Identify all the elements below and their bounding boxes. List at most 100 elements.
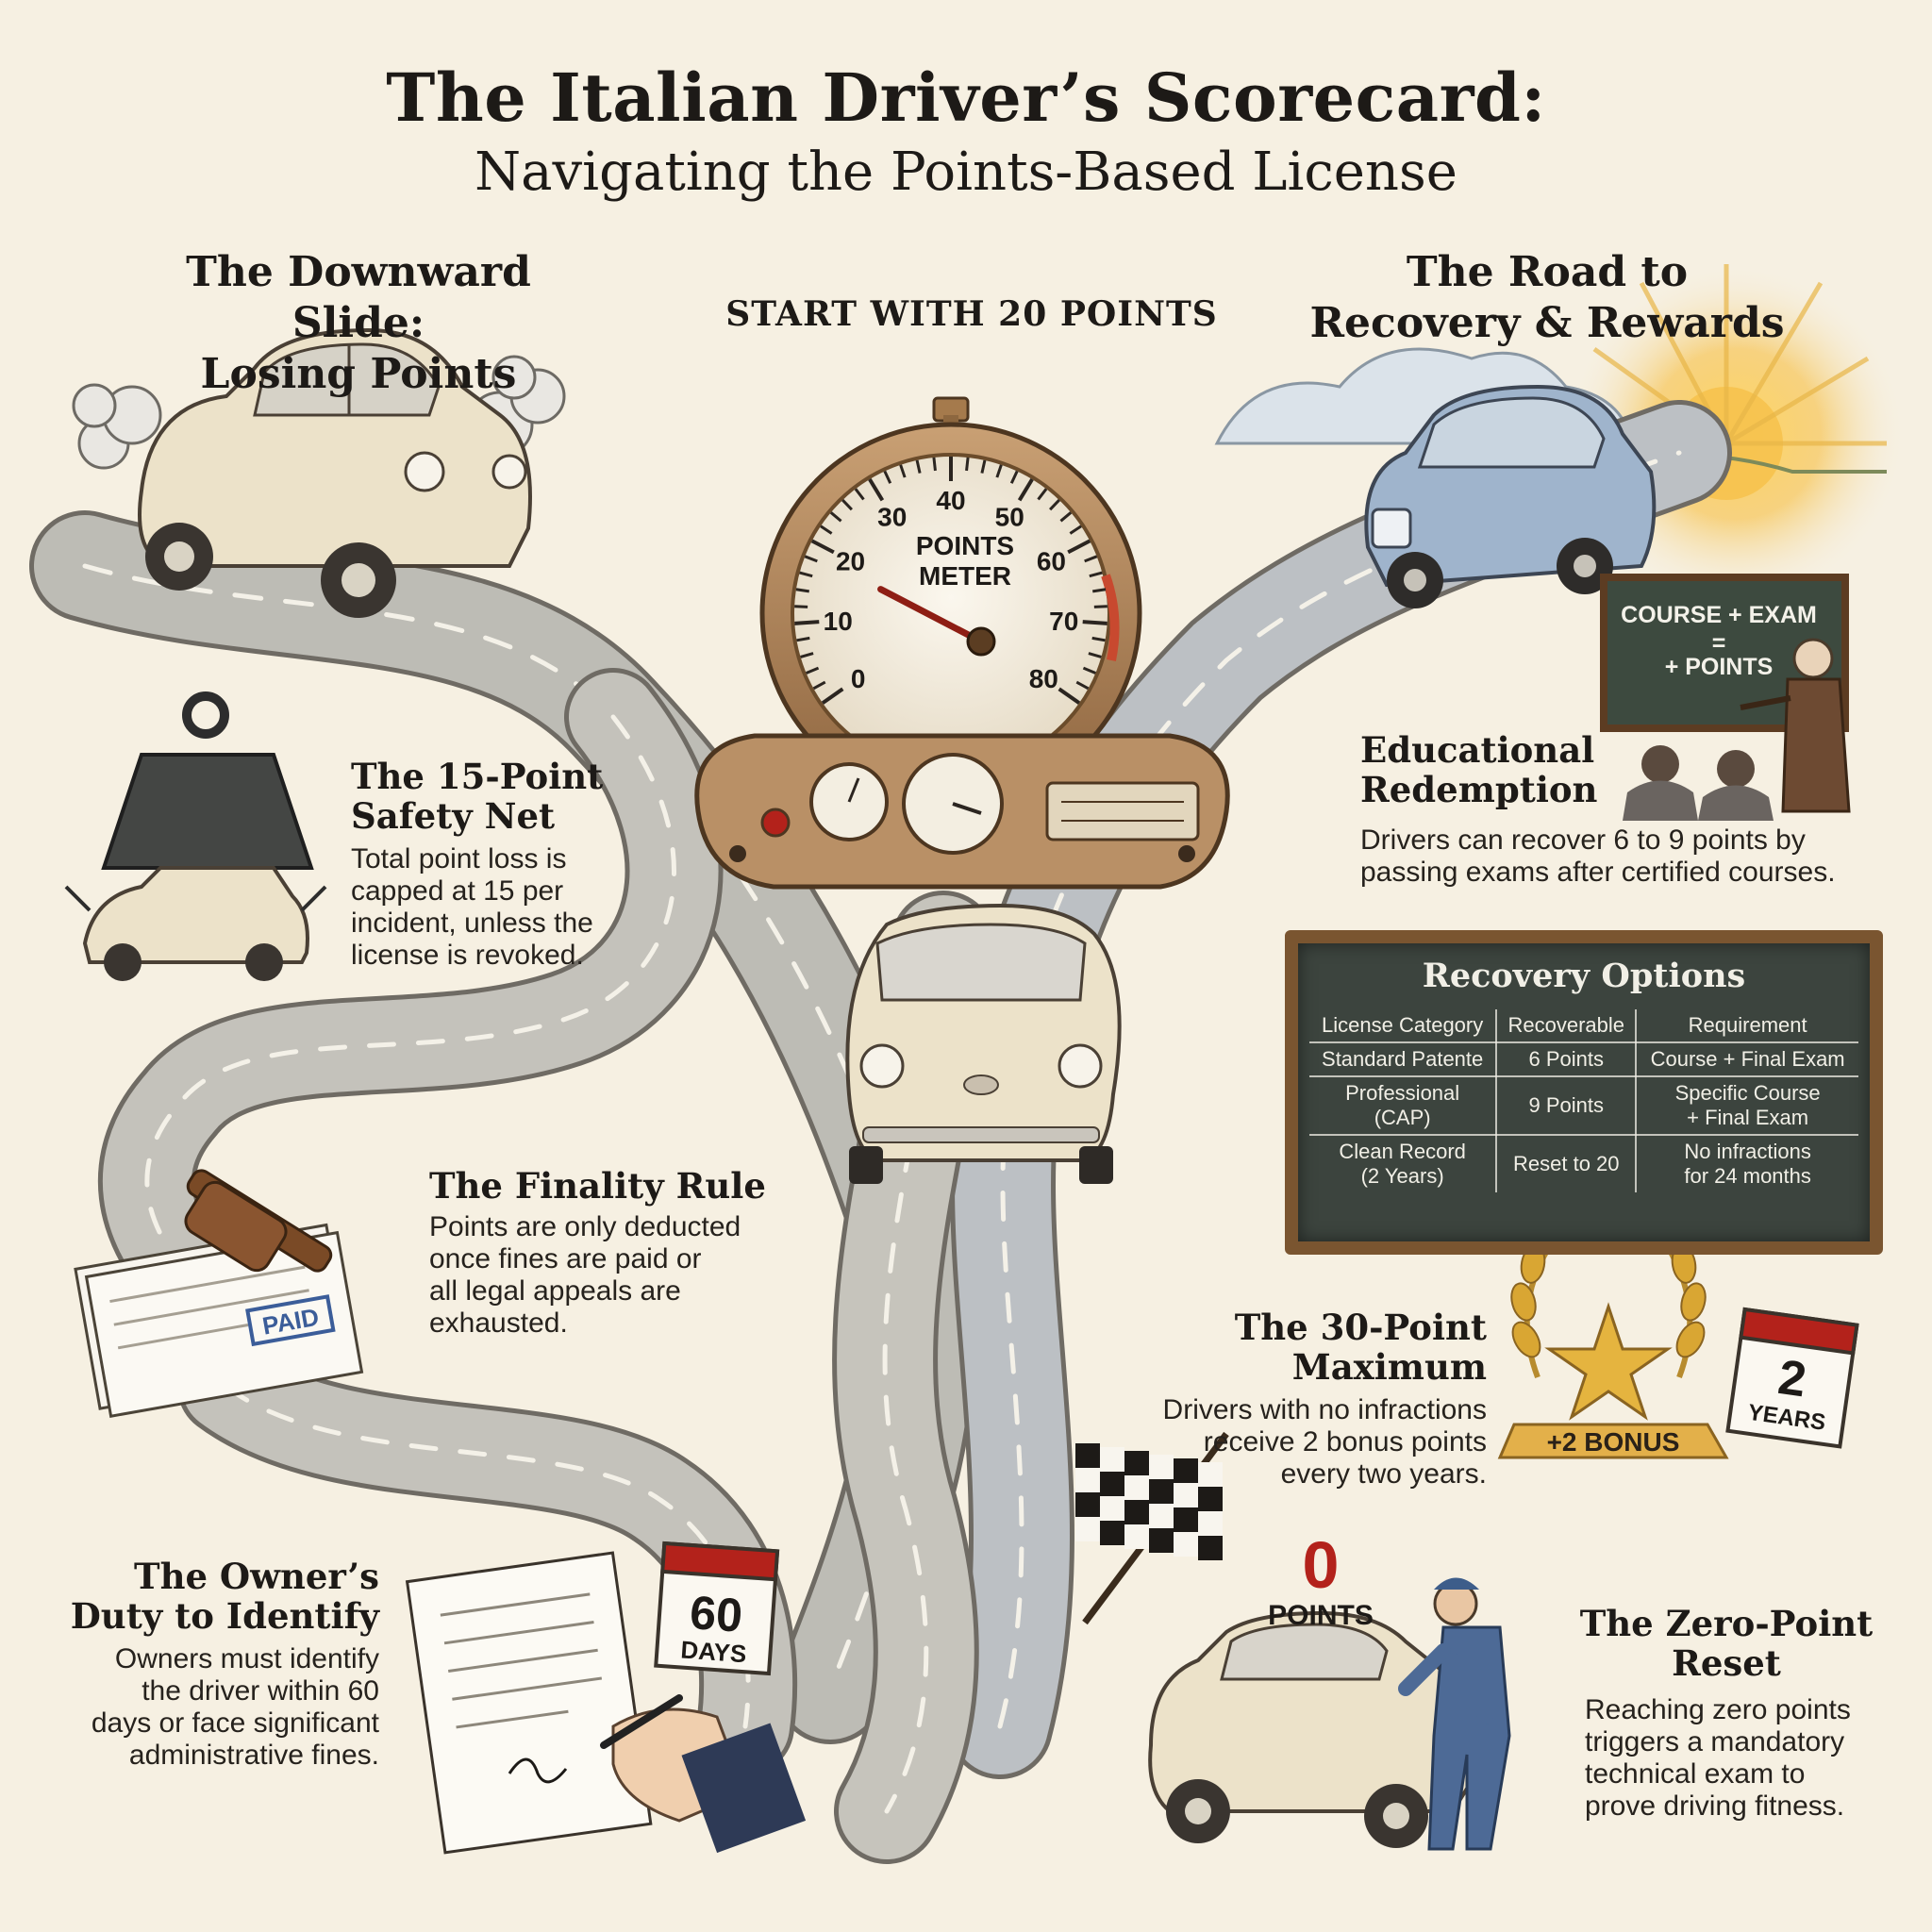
- column-header: Requirement: [1635, 1009, 1858, 1043]
- cream-car-smoking: [72, 327, 566, 618]
- education-text: Drivers can recover 6 to 9 points by pas…: [1360, 824, 1889, 889]
- zero-reset-heading-2: Reset: [1672, 1642, 1781, 1684]
- left-heading-line2: Losing Points: [200, 350, 517, 398]
- maximum-text: Drivers with no infractions receive 2 bo…: [1085, 1394, 1487, 1491]
- right-heading-line1: The Road to: [1406, 248, 1689, 296]
- weight-crushing-car: [64, 691, 327, 981]
- zero-label: POINTS: [1268, 1600, 1374, 1631]
- gauge-tick-label: 0: [851, 664, 866, 693]
- gauge-tick-marks: [794, 457, 1108, 705]
- owner-duty-heading-1: The Owner’s: [134, 1556, 379, 1597]
- gauge-major-tick: [821, 687, 844, 705]
- gauge-major-tick: [868, 478, 885, 502]
- blackboard-line3: + POINTS: [1665, 654, 1774, 680]
- cell-line: Course + Final Exam: [1650, 1047, 1845, 1071]
- owner-duty-heading-2: Duty to Identify: [70, 1595, 379, 1637]
- flag-cell: [1174, 1483, 1198, 1507]
- gauge-minor-tick: [1037, 488, 1048, 501]
- finality-line: once fines are paid or: [429, 1243, 702, 1274]
- finality-heading: The Finality Rule: [429, 1165, 766, 1207]
- zero-reset-line: triggers a mandatory: [1585, 1726, 1845, 1757]
- safety-net-block: The 15-Point Safety Net Total point loss…: [351, 757, 634, 972]
- flag-cell: [1174, 1458, 1198, 1483]
- gauge-tick-label: 50: [995, 502, 1024, 531]
- safety-net-line: capped at 15 per: [351, 875, 564, 907]
- gauge-minor-tick: [799, 571, 813, 578]
- gauge-label-line1: POINTS: [916, 531, 1014, 560]
- owner-duty-line: administrative fines.: [128, 1740, 379, 1771]
- zero-reset-line: Reaching zero points: [1585, 1694, 1851, 1725]
- safety-net-line: incident, unless the: [351, 908, 593, 939]
- bonus-star-badge: +2 BONUS: [1497, 1234, 1729, 1459]
- gauge-label-line2: METER: [919, 561, 1011, 591]
- owner-duty-block: The Owner’s Duty to Identify Owners must…: [38, 1557, 379, 1772]
- education-heading-2: Redemption: [1360, 769, 1598, 810]
- finality-line: all legal appeals are: [429, 1275, 681, 1307]
- flag-cell: [1124, 1475, 1149, 1500]
- cell-line: Clean Record: [1339, 1140, 1466, 1163]
- maximum-heading-1: The 30-Point: [1234, 1307, 1487, 1348]
- gauge-minor-tick: [1009, 470, 1019, 484]
- gauge-minor-tick: [1069, 525, 1082, 535]
- start-points-label: START WITH 20 POINTS: [725, 294, 1218, 334]
- table-cell: 9 Points: [1495, 1075, 1638, 1136]
- center-cream-car: [845, 903, 1122, 1184]
- gauge-minor-tick: [899, 464, 907, 478]
- calendar-60-unit: DAYS: [680, 1635, 748, 1668]
- gauge-minor-tick: [800, 652, 814, 658]
- gauge-minor-tick: [794, 605, 808, 608]
- finality-line: exhausted.: [429, 1307, 568, 1339]
- gauge-major-tick: [1017, 478, 1034, 502]
- zero-reset-block: The Zero-Point Reset Reaching zero point…: [1566, 1604, 1887, 1823]
- education-block: Educational Redemption Drivers can recov…: [1360, 730, 1889, 889]
- gauge-minor-tick: [1091, 636, 1106, 642]
- gauge-major-tick: [1058, 687, 1081, 705]
- gauge-minor-tick: [1059, 511, 1073, 523]
- gauge-minor-tick: [1049, 499, 1060, 511]
- calendar-60-number: 60: [689, 1586, 744, 1642]
- table-header-row: License Category Recoverable Requirement: [1309, 1009, 1858, 1043]
- gauge-minor-tick: [1082, 666, 1096, 675]
- flag-cell: [1075, 1443, 1100, 1468]
- owner-duty-line: the driver within 60: [142, 1675, 379, 1707]
- recovery-options-board: Recovery Options License Category Recove…: [1285, 930, 1883, 1255]
- flag-cell: [1075, 1492, 1100, 1517]
- gauge-minor-tick: [854, 488, 865, 501]
- table-cell: No infractions for 24 months: [1635, 1134, 1858, 1192]
- gauge-tick-label: 30: [877, 502, 907, 531]
- flag-cell: [1198, 1462, 1223, 1487]
- checkered-flag: [1075, 1431, 1229, 1625]
- gauge-minor-tick: [804, 555, 818, 563]
- gauge-minor-tick: [915, 459, 922, 474]
- education-heading-1: Educational: [1360, 729, 1595, 771]
- page-subtitle: Navigating the Points-Based License: [475, 142, 1457, 203]
- table-row: Professional (CAP) 9 Points Specific Cou…: [1309, 1075, 1858, 1136]
- flag-cell: [1174, 1507, 1198, 1532]
- calendar-2-years: 2 YEARS: [1725, 1307, 1859, 1449]
- flag-cell: [1100, 1472, 1124, 1496]
- left-heading-line1: The Downward Slide:: [186, 248, 531, 347]
- gavel-and-papers: PAID: [74, 1169, 364, 1418]
- page-title: The Italian Driver’s Scorecard:: [386, 58, 1546, 137]
- bonus-ribbon-text: +2 BONUS: [1547, 1427, 1680, 1457]
- cell-line: Specific Course: [1674, 1081, 1821, 1105]
- gauge-minor-tick: [806, 666, 820, 675]
- table-cell: Standard Patente: [1309, 1041, 1498, 1077]
- flag-cell: [1100, 1521, 1124, 1545]
- gauge-major-tick: [794, 620, 820, 625]
- table-cell: 6 Points: [1495, 1041, 1638, 1077]
- gauge-major-tick: [810, 539, 835, 555]
- flag-cell: [1198, 1487, 1223, 1511]
- document-signing: [405, 1551, 807, 1855]
- owner-duty-line: days or face significant: [91, 1707, 379, 1739]
- recovery-options-title: Recovery Options: [1422, 957, 1746, 995]
- flag-cells: [1075, 1443, 1223, 1560]
- finality-text: Points are only deducted once fines are …: [429, 1211, 807, 1340]
- flag-cell: [1198, 1536, 1223, 1560]
- gauge-tick-label: 10: [824, 607, 853, 636]
- maximum-line: receive 2 bonus points: [1203, 1426, 1487, 1457]
- education-line: Drivers can recover 6 to 9 points by: [1360, 824, 1806, 856]
- gauge-minor-tick: [812, 680, 826, 691]
- gauge-minor-tick: [1092, 588, 1107, 593]
- column-header: License Category: [1309, 1009, 1498, 1043]
